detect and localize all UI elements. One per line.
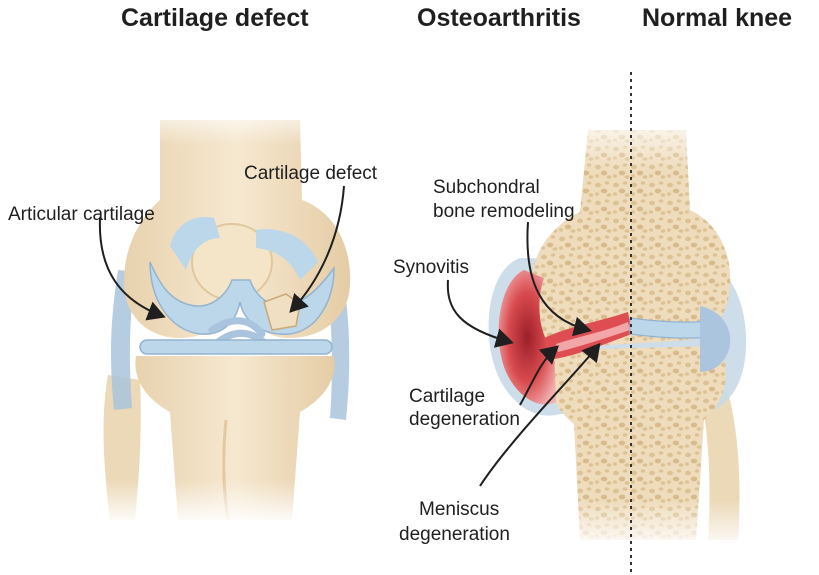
title-osteoarthritis: Osteoarthritis <box>417 4 581 33</box>
left-meniscus <box>140 340 332 354</box>
label-subchondral-line2: bone remodeling <box>433 200 575 223</box>
label-cartilage-defect: Cartilage defect <box>244 162 377 185</box>
title-cartilage-defect: Cartilage defect <box>121 4 309 33</box>
label-cartilage-degeneration-line1: Cartilage <box>409 385 485 408</box>
label-synovitis: Synovitis <box>393 256 469 279</box>
label-cartilage-degeneration-line2: degeneration <box>409 408 520 431</box>
title-normal-knee: Normal knee <box>642 4 792 33</box>
label-subchondral-line1: Subchondral <box>433 176 540 199</box>
label-meniscus-degeneration-line2: degeneration <box>399 523 510 546</box>
label-articular-cartilage: Articular cartilage <box>8 203 155 226</box>
label-meniscus-degeneration-line1: Meniscus <box>419 498 499 521</box>
